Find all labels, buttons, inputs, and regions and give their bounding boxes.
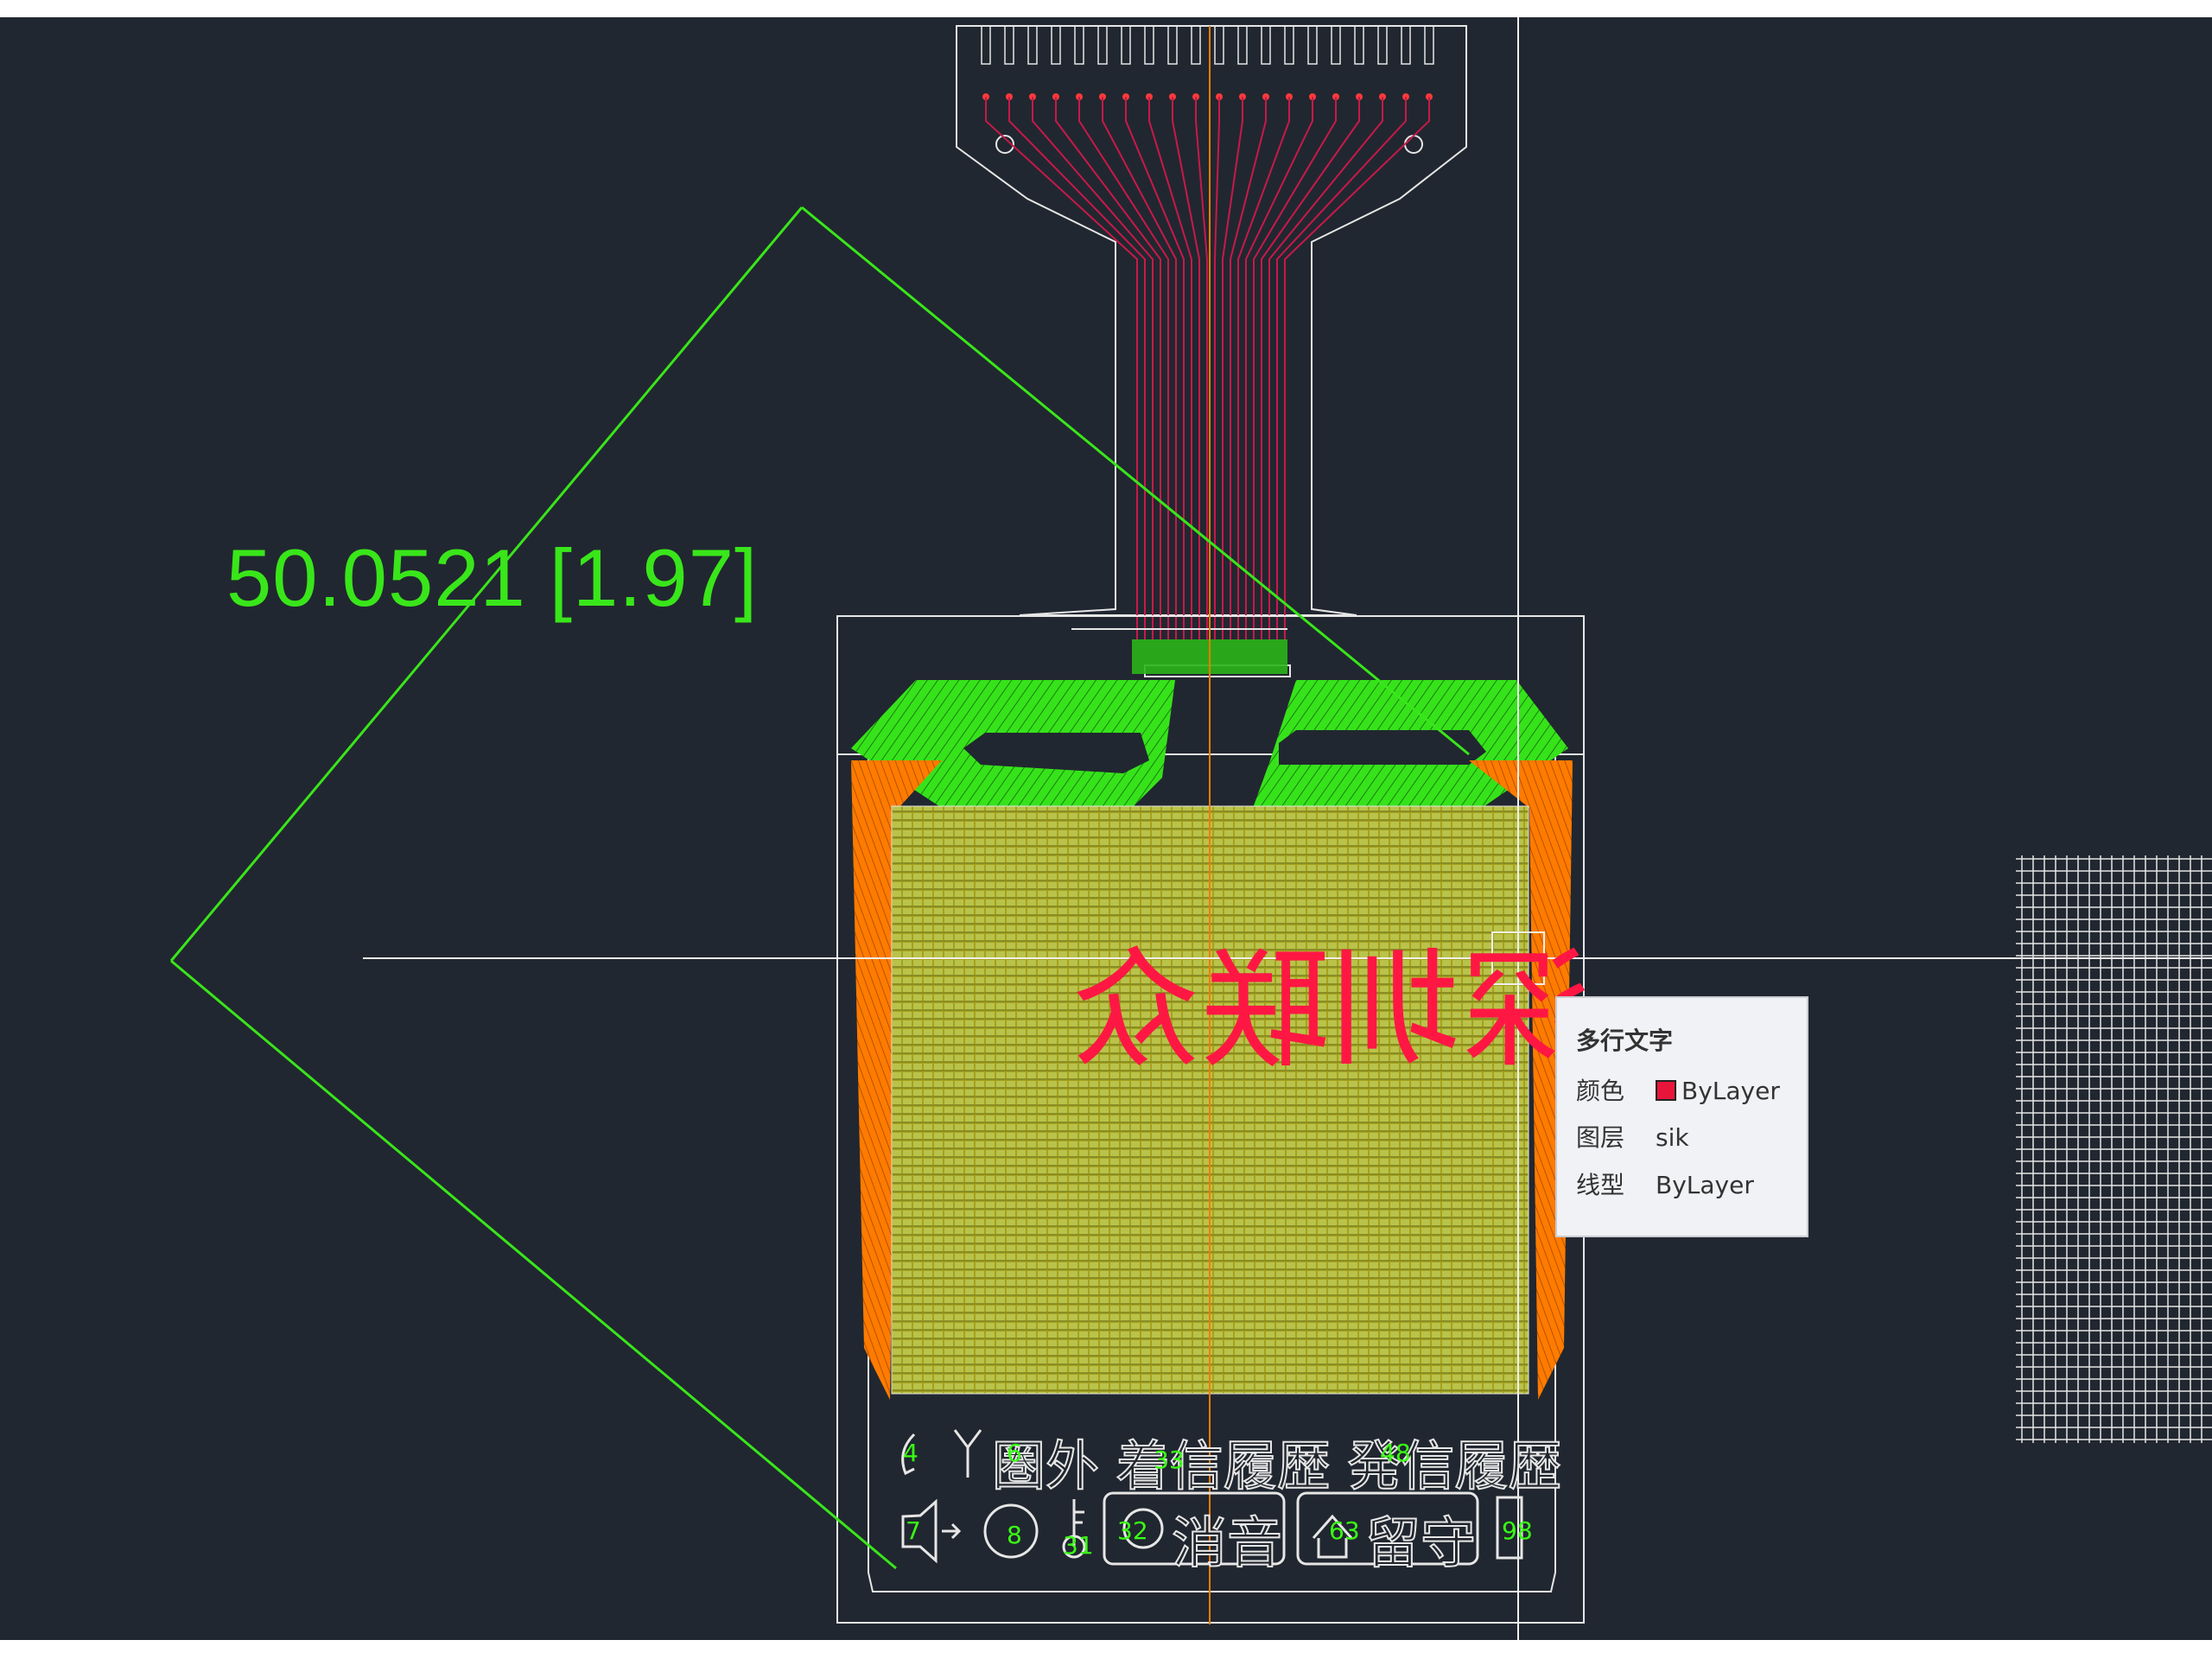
fpc-trace bbox=[1284, 97, 1430, 639]
fpc-trace bbox=[1276, 97, 1407, 639]
tooltip-value: ByLayer bbox=[1656, 1171, 1754, 1199]
fpc-trace bbox=[1237, 97, 1290, 639]
connector-pin bbox=[981, 25, 991, 65]
tooltip-value: sik bbox=[1656, 1123, 1689, 1152]
fpc-trace bbox=[1222, 97, 1243, 639]
connector-pin bbox=[1097, 25, 1108, 65]
status-row-1: 圏外 着信履歴 発信履歴 bbox=[991, 1433, 1562, 1498]
pin-number: 7 bbox=[906, 1516, 921, 1545]
connector-pin bbox=[1214, 25, 1224, 65]
connector-pin bbox=[1401, 25, 1411, 65]
connector-pin bbox=[1261, 25, 1271, 65]
fpc-trace bbox=[1214, 97, 1220, 639]
right-grid-block bbox=[2016, 855, 2212, 1443]
pin-number: 4 bbox=[903, 1439, 918, 1467]
tooltip-row-layer: 图层 sik bbox=[1576, 1119, 1689, 1154]
tooltip-value: ByLayer bbox=[1681, 1077, 1780, 1105]
status-icon-outlines bbox=[901, 1429, 1523, 1566]
fpc-trace bbox=[1078, 97, 1169, 639]
fpc-trace bbox=[1230, 97, 1267, 639]
connector-pin bbox=[1377, 25, 1388, 65]
pin-number: 63 bbox=[1329, 1516, 1360, 1545]
connector-pin bbox=[1354, 25, 1364, 65]
tooltip-title: 多行文字 bbox=[1576, 1027, 1674, 1055]
color-swatch-icon bbox=[1656, 1080, 1676, 1101]
fpc-trace bbox=[985, 97, 1138, 639]
connector-pin bbox=[1121, 25, 1131, 65]
connector-pin bbox=[1331, 25, 1341, 65]
orange-side-fans bbox=[851, 760, 1573, 1400]
pin-number: 8 bbox=[1007, 1521, 1022, 1549]
pin-number: 31 bbox=[1063, 1531, 1094, 1560]
fpc-trace bbox=[1172, 97, 1200, 639]
fpc-trace bbox=[1032, 97, 1154, 639]
connector-pin bbox=[1144, 25, 1154, 65]
fpc-trace bbox=[1148, 97, 1192, 639]
fpc-trace bbox=[1268, 97, 1383, 639]
connector-pin bbox=[1027, 25, 1038, 65]
mirrored-mtext[interactable]: 深圳联众 bbox=[1071, 936, 1591, 1086]
dimension-label[interactable]: 50.0521 [1.97] bbox=[226, 532, 759, 623]
fpc-trace bbox=[1245, 97, 1313, 639]
connector-pin bbox=[1424, 25, 1434, 65]
tooltip-key: 线型 bbox=[1576, 1171, 1625, 1199]
fpc-connector-pins bbox=[981, 25, 1434, 100]
fpc-trace bbox=[1102, 97, 1177, 639]
crosshair bbox=[363, 17, 2212, 1640]
tooltip-key: 颜色 bbox=[1576, 1077, 1625, 1105]
fpc-trace bbox=[1055, 97, 1161, 639]
fpc-trace bbox=[1008, 97, 1146, 639]
connector-pin bbox=[1167, 25, 1178, 65]
pin-number: 32 bbox=[1117, 1516, 1148, 1545]
object-tooltip: 多行文字 颜色 ByLayer 图层 sik 线型 ByLayer bbox=[1555, 996, 1808, 1237]
fpc-traces bbox=[985, 97, 1430, 639]
connector-pin bbox=[1237, 25, 1248, 65]
connector-pin bbox=[1191, 25, 1201, 65]
aligned-dimension bbox=[169, 206, 1470, 1570]
mute-label: 消音 bbox=[1171, 1511, 1283, 1577]
pin-number: 6 bbox=[1007, 1439, 1022, 1467]
fpc-trace bbox=[1261, 97, 1360, 639]
fpc-trace bbox=[1253, 97, 1337, 639]
fpc-trace bbox=[1125, 97, 1185, 639]
connector-pin bbox=[1284, 25, 1294, 65]
fpc-trace bbox=[1195, 97, 1208, 639]
connector-pin bbox=[1051, 25, 1061, 65]
tooltip-row-linetype: 线型 ByLayer bbox=[1576, 1166, 1754, 1201]
connector-pin bbox=[1307, 25, 1318, 65]
connector-pin bbox=[1004, 25, 1014, 65]
pin-number: 33 bbox=[1154, 1446, 1185, 1474]
tooltip-row-color: 颜色 ByLayer bbox=[1576, 1072, 1780, 1107]
connector-pin bbox=[1074, 25, 1084, 65]
pin-number: 98 bbox=[1502, 1516, 1533, 1545]
tooltip-key: 图层 bbox=[1576, 1123, 1625, 1152]
away-label: 留守 bbox=[1364, 1511, 1477, 1577]
pin-number: 48 bbox=[1380, 1439, 1411, 1467]
